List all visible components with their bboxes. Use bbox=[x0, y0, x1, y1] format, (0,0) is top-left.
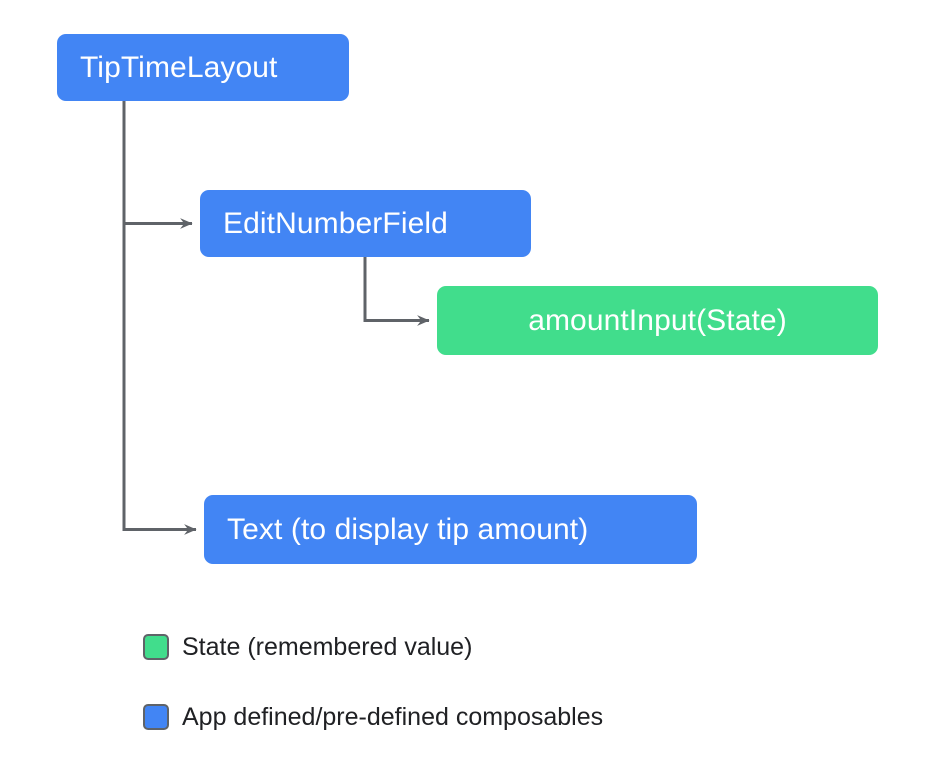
legend-item-composables-label: App defined/pre-defined composables bbox=[182, 702, 604, 731]
node-editnumberfield-label: EditNumberField bbox=[223, 206, 448, 240]
node-amountinput-state[interactable]: amountInput(State) bbox=[437, 286, 878, 355]
legend-swatch-state-icon bbox=[143, 634, 169, 660]
node-tiptimelayout-label: TipTimeLayout bbox=[80, 50, 278, 84]
edge-tiptimelayout-to-text bbox=[122, 223, 197, 535]
edge-editnumberfield-to-amountinput bbox=[363, 257, 430, 326]
edge-tiptimelayout-to-editnumberfield bbox=[122, 101, 193, 229]
legend-swatch-composable-icon bbox=[143, 704, 169, 730]
legend-item-state: State (remembered value) bbox=[143, 628, 603, 666]
node-tiptimelayout[interactable]: TipTimeLayout bbox=[57, 34, 349, 101]
node-amountinput-label: amountInput(State) bbox=[528, 303, 787, 337]
node-text-tip-amount[interactable]: Text (to display tip amount) bbox=[204, 495, 697, 564]
legend-item-composables: App defined/pre-defined composables bbox=[143, 698, 603, 736]
legend-item-state-label: State (remembered value) bbox=[182, 632, 473, 661]
legend: State (remembered value) App defined/pre… bbox=[143, 628, 603, 768]
node-text-label: Text (to display tip amount) bbox=[227, 512, 589, 546]
node-editnumberfield[interactable]: EditNumberField bbox=[200, 190, 531, 257]
